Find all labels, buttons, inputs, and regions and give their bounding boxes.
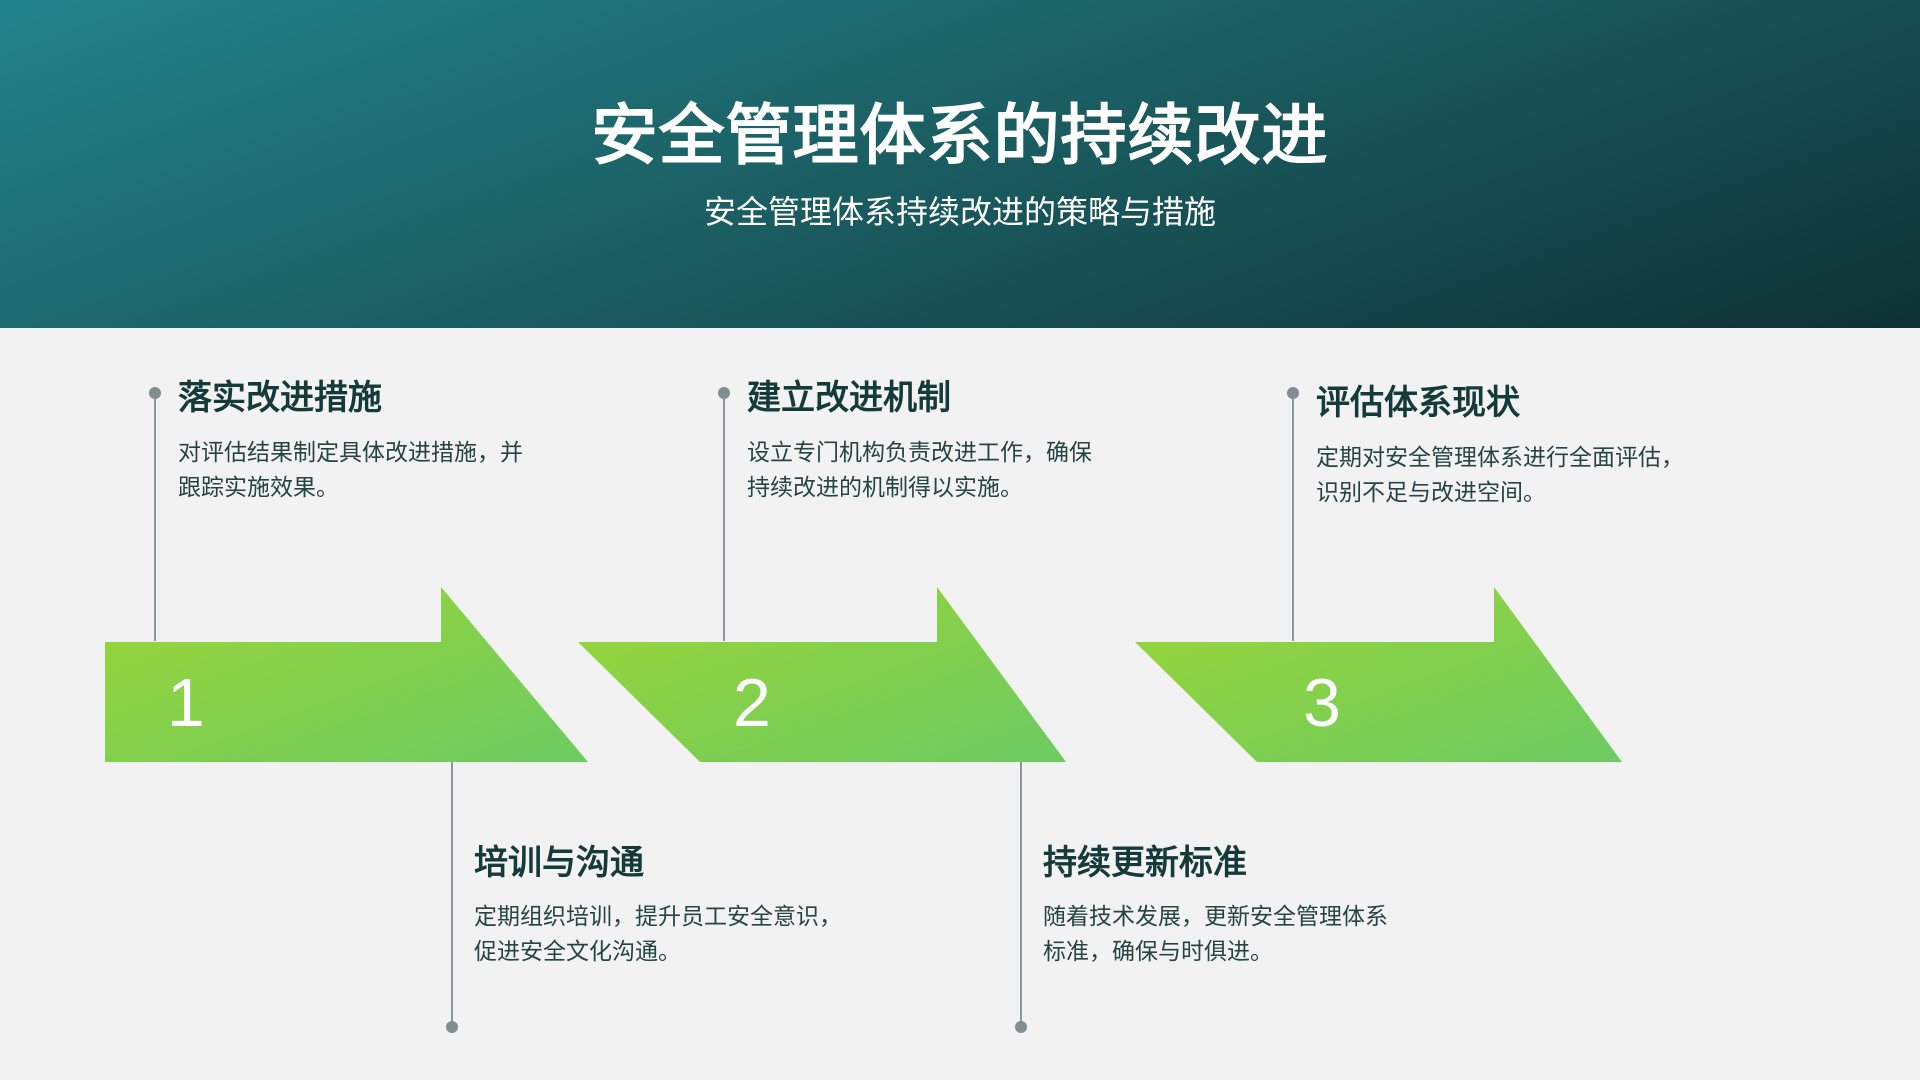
connector-line-bottom-1 bbox=[451, 762, 453, 1027]
page-title: 安全管理体系的持续改进 bbox=[591, 97, 1329, 174]
step-heading: 培训与沟通 bbox=[474, 843, 644, 883]
connector-line-bottom-2 bbox=[1020, 762, 1022, 1027]
step-heading: 建立改进机制 bbox=[747, 378, 951, 418]
step-heading: 持续更新标准 bbox=[1043, 843, 1247, 883]
connector-dot-bottom-1 bbox=[446, 1021, 458, 1033]
step-desc-line: 对评估结果制定具体改进措施，并 bbox=[178, 440, 523, 466]
arrow-segment-1 bbox=[105, 587, 588, 762]
connector-dot-top-2 bbox=[718, 387, 730, 399]
step-desc-line: 识别不足与改进空间。 bbox=[1316, 480, 1546, 506]
page-subtitle: 安全管理体系持续改进的策略与措施 bbox=[703, 193, 1216, 231]
connector-line-top-1 bbox=[154, 393, 156, 641]
step-desc-line: 设立专门机构负责改进工作，确保 bbox=[747, 440, 1092, 466]
arrow-number-2: 2 bbox=[733, 665, 771, 741]
step-desc-line: 定期组织培训，提升员工安全意识， bbox=[474, 904, 842, 930]
step-desc-line: 定期对安全管理体系进行全面评估， bbox=[1316, 445, 1684, 471]
arrow-segment-2 bbox=[578, 587, 1066, 762]
step-desc-line: 持续改进的机制得以实施。 bbox=[747, 475, 1023, 501]
arrow-number-1: 1 bbox=[167, 665, 205, 741]
step-desc-line: 促进安全文化沟通。 bbox=[474, 939, 681, 965]
step-desc-line: 随着技术发展，更新安全管理体系 bbox=[1043, 904, 1388, 930]
connector-dot-top-1 bbox=[149, 387, 161, 399]
step-heading: 落实改进措施 bbox=[178, 378, 382, 418]
step-desc-line: 跟踪实施效果。 bbox=[178, 475, 339, 501]
step-heading: 评估体系现状 bbox=[1316, 383, 1520, 423]
step-desc-line: 标准，确保与时俱进。 bbox=[1043, 939, 1273, 965]
arrow-segment-3 bbox=[1135, 587, 1622, 762]
connector-line-top-3 bbox=[1292, 393, 1294, 641]
arrow-number-3: 3 bbox=[1303, 665, 1341, 741]
connector-dot-bottom-2 bbox=[1015, 1021, 1027, 1033]
connector-dot-top-3 bbox=[1287, 387, 1299, 399]
header-banner: 安全管理体系的持续改进 安全管理体系持续改进的策略与措施 bbox=[0, 0, 1920, 328]
connector-line-top-2 bbox=[723, 393, 725, 641]
